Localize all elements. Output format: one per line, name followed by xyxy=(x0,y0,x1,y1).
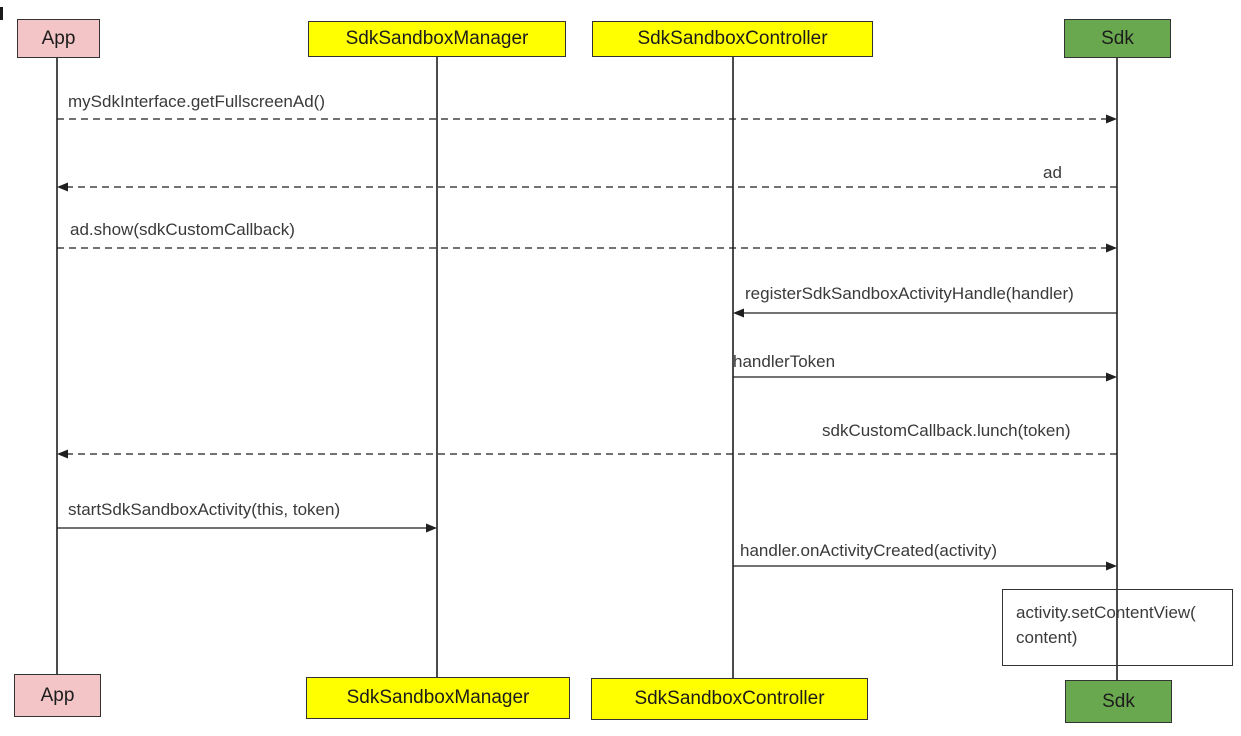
actor-bottom-box-manager: SdkSandboxManager xyxy=(306,677,570,719)
message-arrowhead-7 xyxy=(1106,561,1117,571)
message-arrowhead-3 xyxy=(733,308,744,318)
message-label-5: sdkCustomCallback.lunch(token) xyxy=(822,421,1071,440)
actor-label-app: App xyxy=(40,684,75,706)
actor-top-box-app: App xyxy=(17,19,100,58)
message-label-1: ad xyxy=(1043,163,1062,182)
message-arrowhead-2 xyxy=(1106,243,1117,253)
message-arrowhead-6 xyxy=(426,523,437,533)
actor-label-controller: SdkSandboxController xyxy=(637,28,828,49)
note-box: activity.setContentView( content) xyxy=(1002,589,1233,666)
edge-artifact xyxy=(0,7,3,20)
note-text-line-1: content) xyxy=(1016,628,1078,647)
actor-label-controller: SdkSandboxController xyxy=(634,688,825,709)
message-label-3: registerSdkSandboxActivityHandle(handler… xyxy=(745,284,1074,303)
actor-top-box-manager: SdkSandboxManager xyxy=(308,21,566,57)
message-label-2: ad.show(sdkCustomCallback) xyxy=(70,220,295,239)
message-arrowhead-5 xyxy=(57,449,68,459)
actor-top-box-sdk: Sdk xyxy=(1064,19,1171,58)
actor-label-manager: SdkSandboxManager xyxy=(345,28,529,49)
message-label-4: handlerToken xyxy=(733,352,836,371)
message-label-0: mySdkInterface.getFullscreenAd() xyxy=(68,92,325,111)
actor-label-sdk: Sdk xyxy=(1102,690,1135,712)
actor-top-box-controller: SdkSandboxController xyxy=(592,21,873,57)
actor-bottom-box-controller: SdkSandboxController xyxy=(591,678,868,720)
note-text-line-0: activity.setContentView( xyxy=(1016,603,1196,622)
actor-label-app: App xyxy=(41,27,76,49)
message-arrowhead-4 xyxy=(1106,372,1117,382)
actor-bottom-box-sdk: Sdk xyxy=(1065,680,1172,723)
actor-label-sdk: Sdk xyxy=(1101,27,1134,49)
message-label-6: startSdkSandboxActivity(this, token) xyxy=(68,500,341,519)
message-label-7: handler.onActivityCreated(activity) xyxy=(740,541,998,560)
actor-label-manager: SdkSandboxManager xyxy=(346,687,530,708)
message-arrowhead-1 xyxy=(57,182,68,192)
message-arrowhead-0 xyxy=(1106,114,1117,124)
actor-bottom-box-app: App xyxy=(14,674,101,717)
